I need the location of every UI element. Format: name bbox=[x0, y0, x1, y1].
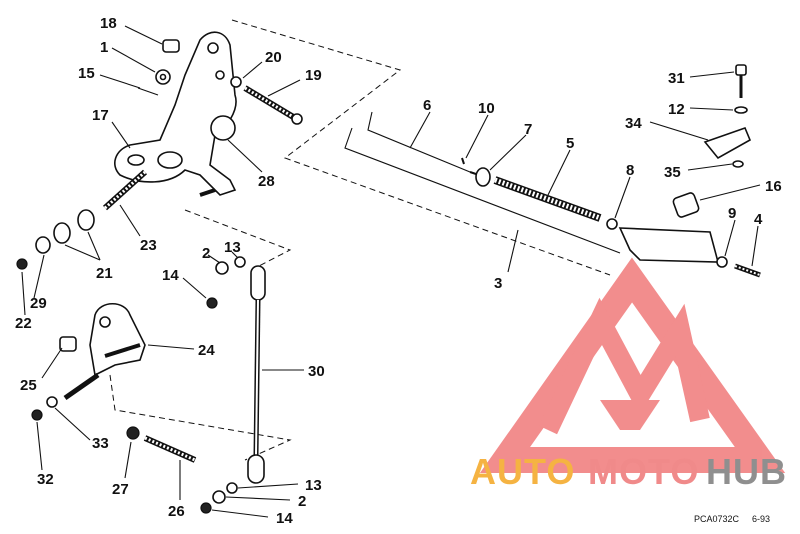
callout-18: 18 bbox=[100, 15, 117, 32]
callout-33: 33 bbox=[92, 435, 109, 452]
callout-15: 15 bbox=[78, 65, 95, 82]
watermark-auto: AUTO bbox=[470, 451, 575, 492]
callout-22: 22 bbox=[15, 315, 32, 332]
ball-8 bbox=[606, 218, 618, 230]
bolt-26 bbox=[126, 426, 197, 463]
grommet-7 bbox=[475, 167, 491, 187]
callout-14-top: 14 bbox=[162, 267, 179, 284]
callout-24: 24 bbox=[198, 342, 215, 359]
callout-13-bottom: 13 bbox=[305, 477, 322, 494]
sleeve-25 bbox=[59, 336, 77, 352]
callout-3: 3 bbox=[494, 275, 502, 292]
callout-10: 10 bbox=[478, 100, 495, 117]
callout-2-bottom: 2 bbox=[298, 493, 306, 510]
callout-2-top: 2 bbox=[202, 245, 210, 262]
callout-21: 21 bbox=[96, 265, 113, 282]
callout-30: 30 bbox=[308, 363, 325, 380]
upper-right-parts bbox=[703, 64, 752, 168]
dashed-boundaries bbox=[109, 19, 611, 461]
callout-16: 16 bbox=[765, 178, 782, 195]
bushings-21 bbox=[16, 209, 95, 270]
leader-lines bbox=[21, 25, 761, 518]
callout-4: 4 bbox=[754, 211, 763, 228]
callout-9: 9 bbox=[728, 205, 736, 222]
callout-27: 27 bbox=[112, 481, 129, 498]
upper-bracket-17 bbox=[114, 31, 237, 196]
callout-5: 5 bbox=[566, 135, 574, 152]
watermark-hub: HUB bbox=[706, 451, 787, 492]
knob-16 bbox=[672, 192, 700, 218]
callout-numbers: 18 1 15 17 20 19 28 23 21 22 29 2 13 14 … bbox=[15, 15, 782, 527]
callout-20: 20 bbox=[265, 49, 282, 66]
callout-28: 28 bbox=[258, 173, 275, 190]
stud-23 bbox=[102, 169, 216, 211]
bolt-19 bbox=[243, 85, 303, 125]
callout-32: 32 bbox=[37, 471, 54, 488]
pin-15 bbox=[137, 87, 159, 96]
callout-7: 7 bbox=[524, 121, 532, 138]
logo-m-shape bbox=[538, 297, 710, 435]
callout-8: 8 bbox=[626, 162, 634, 179]
callout-6: 6 bbox=[423, 97, 431, 114]
link-rod-30 bbox=[200, 256, 266, 514]
callout-25: 25 bbox=[20, 377, 37, 394]
callout-12: 12 bbox=[668, 101, 685, 118]
callout-23: 23 bbox=[140, 237, 157, 254]
nut-32 bbox=[31, 409, 43, 421]
shaft-assembly bbox=[344, 111, 761, 278]
callout-35: 35 bbox=[664, 164, 681, 181]
diagram-date: 6-93 bbox=[752, 514, 770, 524]
watermark-logo bbox=[479, 257, 786, 473]
watermark-text: AUTO MOTO HUB bbox=[470, 451, 787, 492]
sleeve-18 bbox=[162, 39, 180, 53]
callout-17: 17 bbox=[92, 107, 109, 124]
watermark-moto: MOTO bbox=[588, 451, 699, 492]
callout-1: 1 bbox=[100, 39, 108, 56]
washer-9 bbox=[716, 256, 728, 268]
callout-14-bottom: 14 bbox=[276, 510, 293, 527]
lower-bracket-24 bbox=[31, 302, 146, 421]
callout-34: 34 bbox=[625, 115, 642, 132]
callout-26: 26 bbox=[168, 503, 185, 520]
callout-19: 19 bbox=[305, 67, 322, 84]
callout-29: 29 bbox=[30, 295, 47, 312]
callout-31: 31 bbox=[668, 70, 685, 87]
callout-13-top: 13 bbox=[224, 239, 241, 256]
housing bbox=[618, 227, 720, 263]
diagram-code: PCA0732C bbox=[694, 514, 740, 524]
logo-inner-shape bbox=[600, 400, 660, 430]
nut-20 bbox=[230, 76, 242, 88]
washer-33 bbox=[46, 396, 58, 408]
